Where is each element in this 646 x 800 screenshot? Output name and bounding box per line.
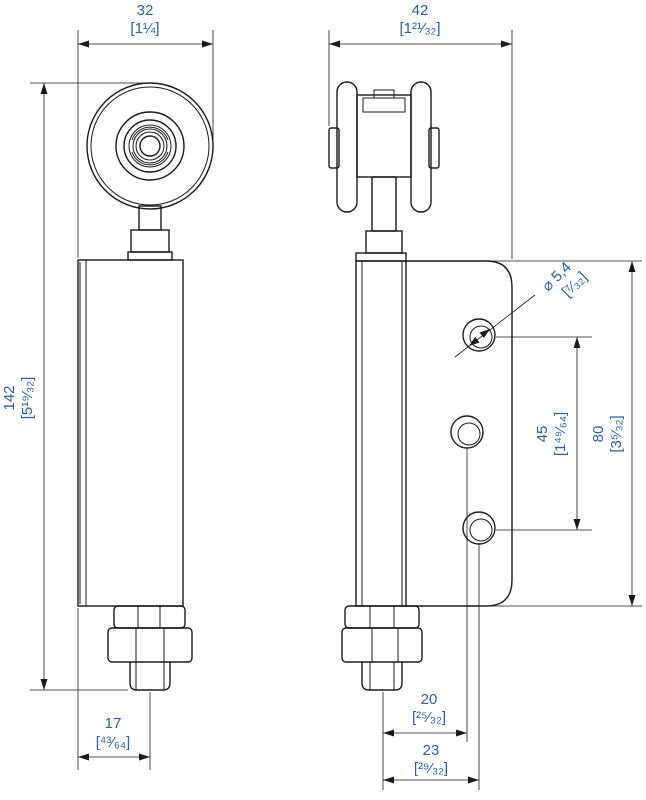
mounting-hole-middle xyxy=(450,415,484,449)
side-view xyxy=(328,81,513,691)
side-stem xyxy=(355,176,407,262)
dim-142-value: 142 xyxy=(1,385,18,410)
mounting-holes xyxy=(450,318,496,545)
side-body xyxy=(355,260,407,607)
front-wheel xyxy=(86,82,214,210)
dim-142-imperial: [5¹⁹⁄₃₂] xyxy=(19,377,36,420)
front-body xyxy=(77,259,184,607)
mounting-hole-top xyxy=(462,318,496,352)
mounting-hole-bottom xyxy=(462,511,496,545)
dim-45-value: 45 xyxy=(534,426,551,443)
dim-23-imperial: [²⁹⁄₃₂] xyxy=(414,760,448,777)
side-nut xyxy=(341,605,423,691)
dim-42-value: 42 xyxy=(412,2,429,19)
dimension-lines xyxy=(30,30,642,790)
dim-42-imperial: [1²¹⁄₃₂] xyxy=(399,20,440,37)
dim-80-value: 80 xyxy=(590,426,607,443)
mounting-plate xyxy=(401,260,513,607)
dim-32-imperial: [1¼] xyxy=(130,20,159,37)
dim-32-value: 32 xyxy=(137,2,154,19)
dim-20-value: 20 xyxy=(421,691,438,708)
dim-45-imperial: [1⁴⁹⁄₆₄] xyxy=(552,412,569,456)
dim-80-imperial: [3⁵⁄₃₂] xyxy=(608,415,625,452)
side-wheel xyxy=(328,81,440,213)
dim-23-value: 23 xyxy=(423,742,440,759)
front-stem xyxy=(127,205,173,261)
dim-17-value: 17 xyxy=(105,715,122,732)
dim-17-imperial: [⁴³⁄₆₄] xyxy=(96,734,130,751)
front-view xyxy=(77,82,214,691)
dim-20-imperial: [²⁵⁄₃₂] xyxy=(412,709,446,726)
dimension-labels: 32 [1¼] 42 [1²¹⁄₃₂] 142 [5¹⁹⁄₃₂] 17 [⁴³⁄… xyxy=(1,2,625,777)
front-nut xyxy=(107,605,193,691)
